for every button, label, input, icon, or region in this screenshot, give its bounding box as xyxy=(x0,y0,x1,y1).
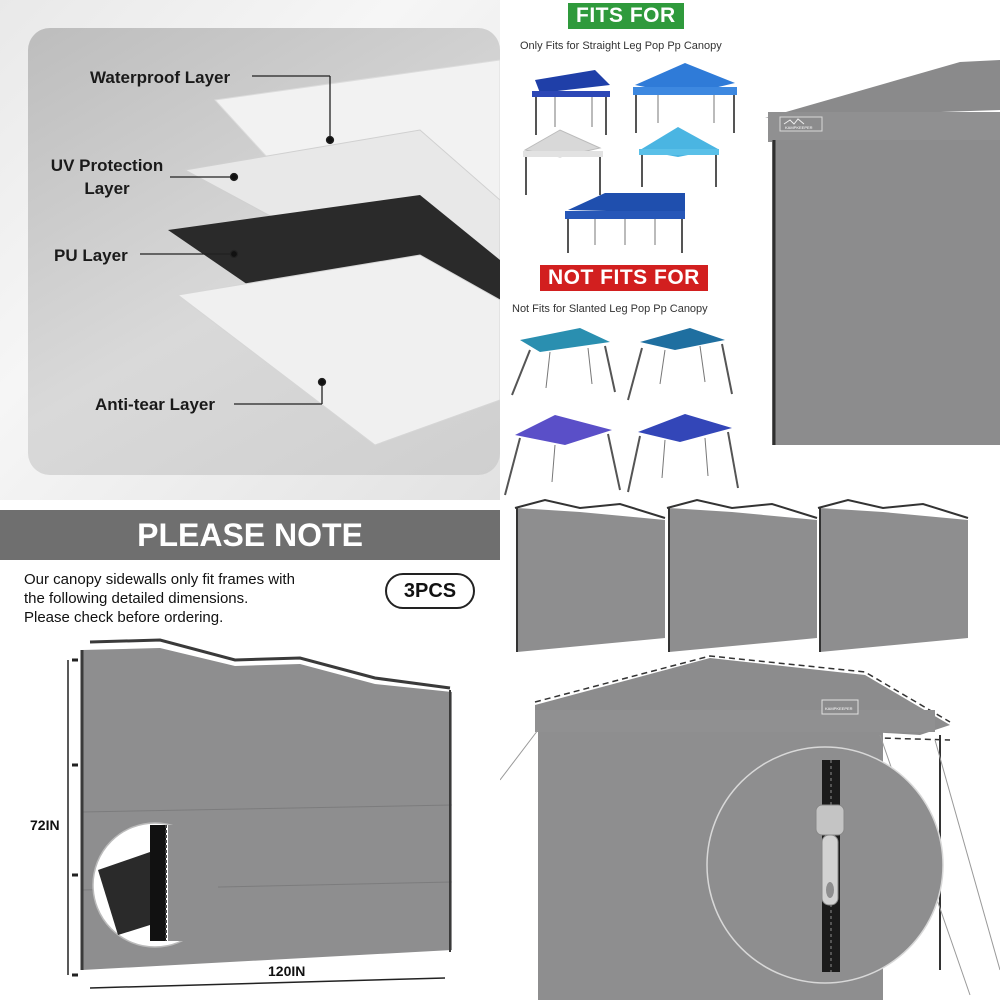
height-dimension-label: 72IN xyxy=(30,817,60,833)
waterproof-layer-label: Waterproof Layer xyxy=(90,68,231,87)
sidewall-1 xyxy=(514,498,666,652)
canopy-slanted-3 xyxy=(504,415,621,496)
zipper-brand-label: KAMPKEEPER xyxy=(825,706,853,711)
width-dimension-label: 120IN xyxy=(268,963,306,979)
zipper-panel: KAMPKEEPER xyxy=(499,640,1000,1000)
uv-layer-label-line1: UV Protection xyxy=(50,156,164,175)
please-note-banner: PLEASE NOTE xyxy=(0,510,500,560)
tent-brand-label: KAMPKEEPER xyxy=(785,125,813,130)
uv-layer-label-line2: Layer xyxy=(84,179,130,198)
canopy-straight-5 xyxy=(565,193,685,253)
three-sidewalls-illustration xyxy=(514,498,969,652)
tent-side-panel: KAMPKEEPER xyxy=(760,0,1000,470)
note-line-3: Please check before ordering. xyxy=(24,609,224,626)
sidewall-3 xyxy=(817,498,969,652)
slanted-leg-canopies xyxy=(504,328,739,496)
canopy-straight-4 xyxy=(639,127,719,187)
three-sidewalls-panel xyxy=(500,490,1000,660)
fits-caption: Only Fits for Straight Leg Pop Pp Canopy xyxy=(520,40,722,52)
not-fits-caption: Not Fits for Slanted Leg Pop Pp Canopy xyxy=(512,303,708,315)
layers-panel: Waterproof Layer UV Protection Layer PU … xyxy=(0,0,500,500)
canopy-straight-2 xyxy=(633,63,737,133)
canopy-slanted-4 xyxy=(627,414,739,493)
fits-panel: FITS FOR Only Fits for Straight Leg Pop … xyxy=(500,0,770,500)
note-line-1: Our canopy sidewalls only fit frames wit… xyxy=(24,571,295,588)
pu-layer-label: PU Layer xyxy=(54,246,128,265)
note-text: Our canopy sidewalls only fit frames wit… xyxy=(24,570,295,627)
note-line-2: the following detailed dimensions. xyxy=(24,590,249,607)
tent-side-illustration xyxy=(765,60,1000,445)
zipper-pull xyxy=(815,804,845,906)
canopy-slanted-1 xyxy=(511,328,616,396)
straight-leg-canopies xyxy=(523,63,737,253)
zipper-tent-illustration xyxy=(499,655,1000,1000)
canopy-straight-3 xyxy=(523,129,603,195)
please-note-panel: PLEASE NOTE Our canopy sidewalls only fi… xyxy=(0,500,500,1000)
layers-illustration xyxy=(140,59,500,446)
antitear-layer-label: Anti-tear Layer xyxy=(95,395,215,414)
canopy-straight-1 xyxy=(532,70,610,135)
uv-layer-label: UV Protection Layer xyxy=(42,154,172,200)
antitear-sheet xyxy=(176,254,500,446)
canopy-slanted-2 xyxy=(627,328,733,401)
sidewall-2 xyxy=(666,498,818,652)
fits-for-badge: FITS FOR xyxy=(568,3,684,29)
three-pcs-badge: 3PCS xyxy=(385,573,475,609)
sidewall-dimension-illustration xyxy=(67,638,453,989)
not-fits-for-badge: NOT FITS FOR xyxy=(540,265,708,291)
